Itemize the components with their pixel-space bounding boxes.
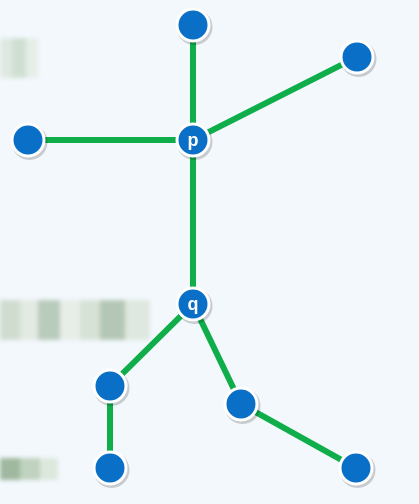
edge-lower-mid-bottom-right bbox=[238, 401, 359, 471]
node-label-q: q bbox=[188, 294, 199, 314]
edge-q-lower-mid bbox=[190, 301, 244, 407]
node-lower-left bbox=[92, 368, 130, 406]
node-p: p bbox=[175, 122, 213, 160]
node-circle-bottom-right bbox=[338, 450, 374, 486]
node-top bbox=[175, 7, 213, 45]
blurred-label-top-left bbox=[0, 38, 38, 78]
node-circle-left bbox=[10, 122, 46, 158]
node-bottom-right bbox=[338, 450, 376, 488]
node-circle-lower-left bbox=[92, 368, 128, 404]
node-top-right bbox=[339, 39, 377, 77]
node-label-p: p bbox=[188, 130, 199, 150]
node-left bbox=[10, 122, 48, 160]
node-circle-lower-mid bbox=[223, 386, 259, 422]
edge-q-lower-left bbox=[107, 301, 196, 389]
edge-top-right-p bbox=[190, 54, 360, 143]
node-circle-top bbox=[175, 7, 211, 43]
node-circle-top-right bbox=[339, 39, 375, 75]
node-circle-q bbox=[175, 286, 211, 322]
node-circle-p bbox=[175, 122, 211, 158]
node-circle-bottom-left bbox=[92, 450, 128, 486]
node-q: q bbox=[175, 286, 213, 324]
blurred-label-bottom-left bbox=[0, 458, 58, 480]
node-lower-mid bbox=[223, 386, 261, 424]
node-bottom-left bbox=[92, 450, 130, 488]
blurred-label-mid-left bbox=[0, 300, 150, 340]
